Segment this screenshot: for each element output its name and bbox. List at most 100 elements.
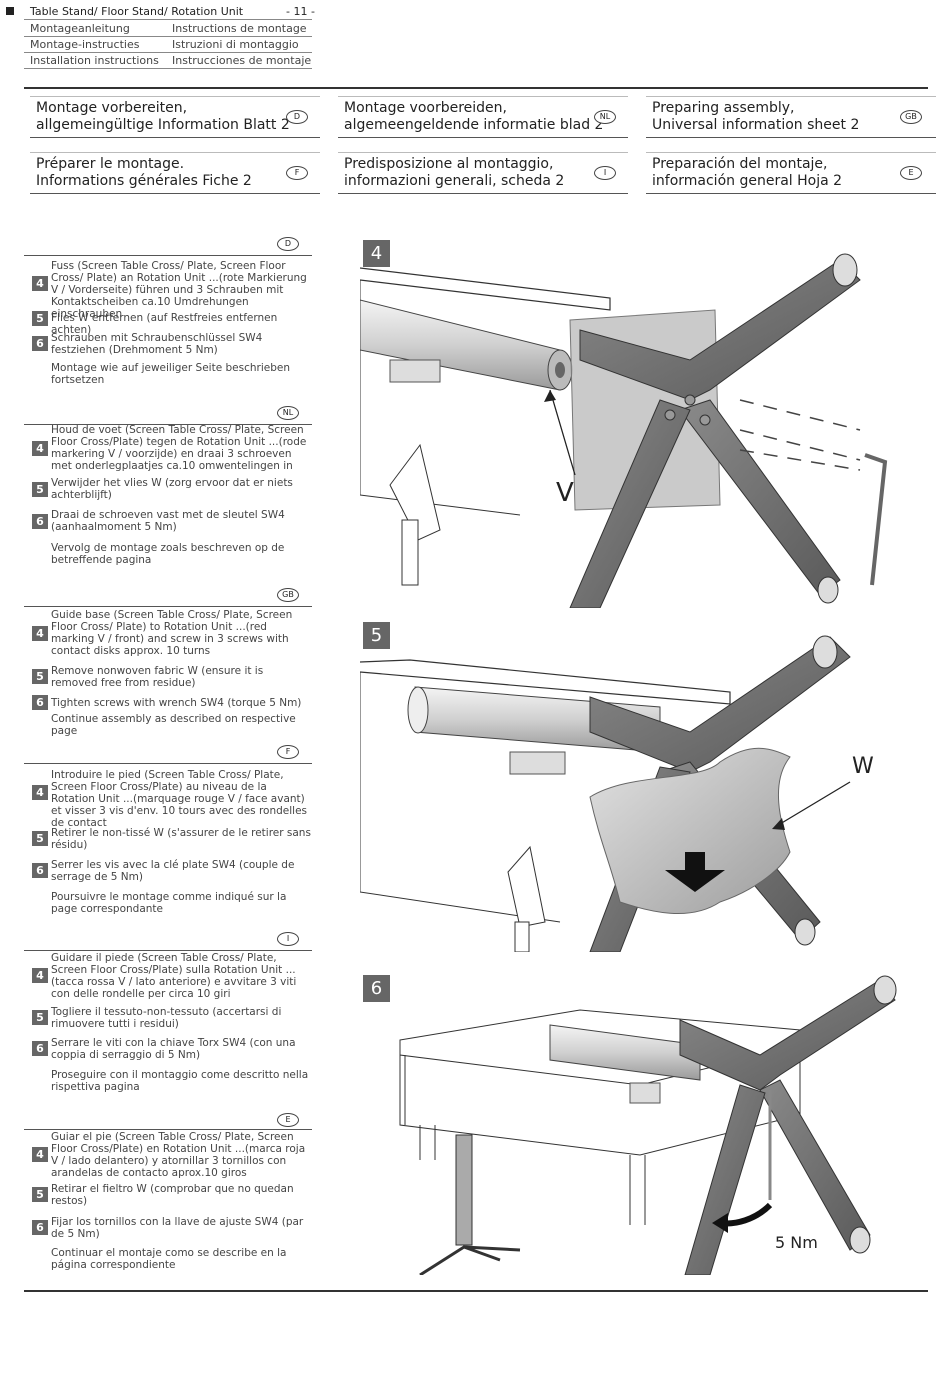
lang-badge: F	[277, 745, 299, 759]
title-line: Préparer le montage.	[36, 156, 185, 172]
section-nl: NL 4 Houd de voet (Screen Table Cross/ P…	[24, 406, 312, 581]
step-text: Serrer les vis avec la clé plate SW4 (co…	[51, 859, 295, 883]
step-text: Draai de schroeven vast met de sleutel S…	[51, 509, 285, 533]
title-line: informazioni generali, scheda 2	[344, 173, 565, 189]
figure-4-illustration	[359, 253, 888, 609]
continue-text: Continuar el montaje como se describe en…	[51, 1247, 287, 1271]
step-number: 4	[32, 626, 48, 641]
figure-6: 6 5 Nm	[360, 975, 900, 1277]
figure-number: 5	[363, 622, 390, 649]
lang-badge: I	[594, 166, 616, 180]
title-box-nl: Montage voorbereiden,algemeengeldende in…	[338, 96, 628, 138]
footer-divider	[24, 1290, 928, 1292]
continue-text: Montage wie auf jeweiliger Seite beschri…	[51, 362, 290, 386]
step-number: 5	[32, 1187, 48, 1202]
step-text: Tighten screws with wrench SW4 (torque 5…	[51, 697, 302, 709]
title-line: información general Hoja 2	[652, 173, 843, 189]
step-text: Serrare le viti con la chiave Torx SW4 (…	[51, 1037, 296, 1061]
lang-badge: E	[277, 1113, 299, 1127]
header-cell: Montage-instructies	[30, 38, 140, 51]
lang-badge: D	[286, 110, 308, 124]
step-text: Fijar los tornillos con la llave de ajus…	[51, 1216, 304, 1240]
step-text: Flies W entfernen (auf Restfreies entfer…	[51, 312, 278, 336]
marker-label-v: V	[556, 478, 574, 508]
continue-text: Vervolg de montage zoals beschreven op d…	[51, 542, 285, 566]
step-number: 4	[32, 441, 48, 456]
lang-badge: NL	[277, 406, 299, 420]
title-line: Preparación del montaje,	[652, 156, 828, 172]
title-line: Predisposizione al montaggio,	[344, 156, 554, 172]
title-line: Montage voorbereiden,	[344, 100, 507, 116]
title-line: Informations générales Fiche 2	[36, 173, 252, 189]
figure-number: 4	[363, 240, 390, 267]
step-number: 5	[32, 1010, 48, 1025]
title-box-f: Préparer le montage.Informations général…	[30, 152, 320, 194]
step-text: Guidare il piede (Screen Table Cross/ Pl…	[51, 952, 297, 1000]
figure-4: 4 V	[359, 240, 900, 609]
title-line: Preparing assembly,	[652, 100, 795, 116]
step-number: 6	[32, 336, 48, 351]
step-number: 5	[32, 669, 48, 684]
step-number: 4	[32, 1147, 48, 1162]
continue-text: Proseguire con il montaggio come descrit…	[51, 1069, 309, 1093]
step-number: 5	[32, 482, 48, 497]
header-divider	[24, 87, 928, 89]
step-number: 6	[32, 1220, 48, 1235]
step-text: Guiar el pie (Screen Table Cross/ Plate,…	[51, 1131, 306, 1179]
lang-badge: GB	[900, 110, 922, 124]
lang-badge: GB	[277, 588, 299, 602]
header-cell: Istruzioni di montaggio	[172, 38, 299, 51]
lang-badge: D	[277, 237, 299, 251]
header-cell: Table Stand/ Floor Stand/ Rotation Unit	[30, 5, 244, 18]
step-number: 6	[32, 695, 48, 710]
lang-badge: I	[277, 932, 299, 946]
step-text: Fuss (Screen Table Cross/ Plate, Screen …	[51, 260, 307, 320]
step-text: Schrauben mit Schraubenschlüssel SW4 fes…	[51, 332, 263, 356]
step-number: 4	[32, 276, 48, 291]
step-number: 4	[32, 968, 48, 983]
continue-text: Continue assembly as described on respec…	[51, 713, 296, 737]
step-text: Remove nonwoven fabric W (ensure it is r…	[51, 665, 264, 689]
section-d: D 4 Fuss (Screen Table Cross/ Plate, Scr…	[24, 237, 312, 397]
step-number: 6	[32, 1041, 48, 1056]
lang-badge: F	[286, 166, 308, 180]
step-text: Guide base (Screen Table Cross/ Plate, S…	[51, 609, 293, 657]
step-text: Houd de voet (Screen Table Cross/ Plate,…	[51, 424, 307, 472]
title-line: algemeengeldende informatie blad 2	[344, 117, 604, 133]
step-number: 6	[32, 514, 48, 529]
step-number: 5	[32, 311, 48, 326]
step-text: Togliere il tessuto-non-tessuto (accerta…	[51, 1006, 282, 1030]
title-line: Universal information sheet 2	[652, 117, 860, 133]
section-i: I 4 Guidare il piede (Screen Table Cross…	[24, 932, 312, 1102]
header-cell: Instrucciones de montaje	[172, 54, 312, 67]
title-box-i: Predisposizione al montaggio,informazion…	[338, 152, 628, 194]
header-bullet	[6, 7, 14, 15]
step-text: Retirar el fieltro W (comprobar que no q…	[51, 1183, 294, 1207]
lang-badge: E	[900, 166, 922, 180]
torque-label: 5 Nm	[775, 1233, 818, 1252]
header-cell: Instructions de montage	[172, 22, 307, 35]
figure-5: 5 W	[359, 622, 900, 953]
title-box-d: Montage vorbereiten,allgemeingültige Inf…	[30, 96, 320, 138]
figure-5-illustration	[359, 635, 851, 953]
title-line: Montage vorbereiten,	[36, 100, 188, 116]
title-line: allgemeingültige Information Blatt 2	[36, 117, 290, 133]
marker-label-w: W	[852, 754, 874, 779]
section-gb: GB 4 Guide base (Screen Table Cross/ Pla…	[24, 588, 312, 738]
header-cell: Montageanleitung	[30, 22, 130, 35]
figure-number: 6	[363, 975, 390, 1002]
title-box-gb: Preparing assembly,Universal information…	[646, 96, 936, 138]
step-text: Verwijder het vlies W (zorg ervoor dat e…	[51, 477, 293, 501]
page-number: - 11 -	[286, 5, 315, 18]
continue-text: Poursuivre le montage comme indiqué sur …	[51, 891, 287, 915]
lang-badge: NL	[594, 110, 616, 124]
step-number: 4	[32, 785, 48, 800]
step-text: Retirer le non-tissé W (s'assurer de le …	[51, 827, 311, 851]
step-text: Introduire le pied (Screen Table Cross/ …	[51, 769, 308, 829]
figure-6-illustration	[399, 975, 897, 1277]
step-number: 6	[32, 863, 48, 878]
section-e: E 4 Guiar el pie (Screen Table Cross/ Pl…	[24, 1113, 312, 1283]
step-number: 5	[32, 831, 48, 846]
header-cell: Installation instructions	[30, 54, 159, 67]
section-f: F 4 Introduire le pied (Screen Table Cro…	[24, 745, 312, 925]
